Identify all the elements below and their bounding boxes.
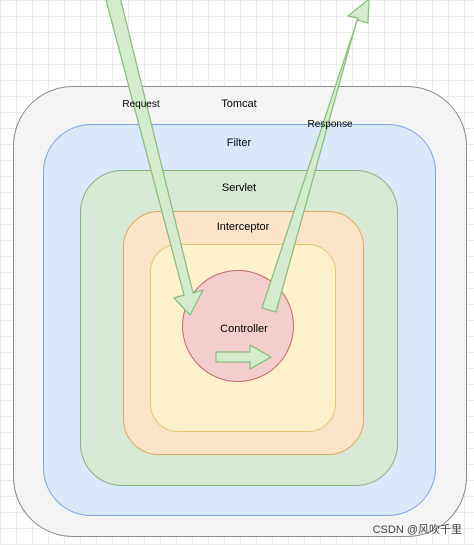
tomcat-label: Tomcat bbox=[221, 98, 257, 110]
interceptor-label: Interceptor bbox=[216, 221, 270, 233]
internal-flow-arrow bbox=[215, 344, 272, 370]
servlet-label: Servlet bbox=[221, 182, 257, 194]
request-label: Request bbox=[122, 99, 160, 110]
response-arrow bbox=[261, 0, 370, 313]
request-arrow bbox=[105, 0, 204, 316]
filter-label: Filter bbox=[226, 137, 252, 149]
watermark: CSDN @风吹千里 bbox=[372, 524, 462, 536]
response-label: Response bbox=[307, 119, 353, 130]
controller-label: Controller bbox=[220, 323, 268, 335]
